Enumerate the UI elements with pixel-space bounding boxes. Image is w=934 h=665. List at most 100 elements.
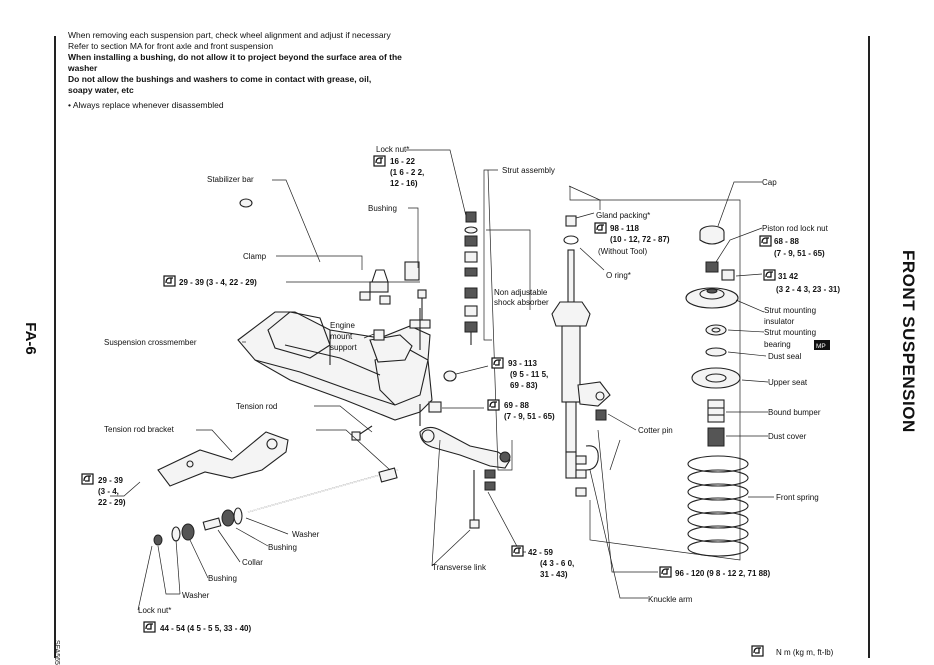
torque-value: (3 - 4, bbox=[98, 487, 119, 496]
label-gland-packing: Gland packing* bbox=[596, 211, 650, 220]
note-line: Do not allow the bushings and washers to… bbox=[68, 74, 372, 84]
label-dust-cover: Dust cover bbox=[768, 432, 807, 441]
note-line: Refer to section MA for front axle and f… bbox=[68, 41, 274, 51]
legend-torque-icon bbox=[751, 645, 764, 657]
label-strut-bearing-2: bearing bbox=[764, 340, 791, 349]
tension-rod bbox=[247, 467, 399, 513]
legend-unit: N m (kg m, ft-lb) bbox=[776, 648, 834, 657]
label-lock-nut: Lock nut* bbox=[138, 606, 171, 615]
label-bushing: Bushing bbox=[268, 543, 297, 552]
leader-lines bbox=[110, 149, 774, 611]
tension-rod-bracket bbox=[157, 431, 289, 487]
label-cotter-pin: Cotter pin bbox=[638, 426, 673, 435]
torque-value: (4 3 - 6 0, bbox=[540, 559, 574, 568]
stabilizer-clamp bbox=[369, 261, 420, 293]
piston-rod-lock-nut bbox=[705, 261, 719, 273]
label-front-spring: Front spring bbox=[776, 493, 819, 502]
torque-icon bbox=[659, 566, 672, 578]
bound-bumper bbox=[707, 399, 725, 423]
torque-icon bbox=[491, 357, 504, 369]
label-lock-nut-top: Lock nut* bbox=[376, 145, 409, 154]
torque-value: 96 - 120 (9 8 - 12 2, 71 88) bbox=[675, 569, 771, 578]
torque-value: (1 6 - 2 2, bbox=[390, 168, 424, 177]
dust-cover bbox=[707, 427, 725, 447]
label-strut-insulator-2: insulator bbox=[764, 317, 795, 326]
label-bushing-top: Bushing bbox=[368, 204, 397, 213]
label-upper-seat: Upper seat bbox=[768, 378, 808, 387]
torque-value: 44 - 54 (4 5 - 5 5, 33 - 40) bbox=[160, 624, 251, 633]
crossmember-bolts bbox=[351, 370, 457, 441]
torque-icon bbox=[163, 275, 176, 287]
note-line: soapy water, etc bbox=[68, 85, 134, 95]
torque-icon bbox=[81, 473, 94, 485]
note-line: When removing each suspension part, chec… bbox=[68, 30, 391, 40]
torque-value: 42 - 59 bbox=[528, 548, 553, 557]
upper-seat bbox=[691, 367, 741, 389]
grease-mark-icon: MP bbox=[814, 340, 830, 350]
label-engine-mount-3: support bbox=[330, 343, 357, 352]
label-clamp: Clamp bbox=[243, 252, 267, 261]
torque-value: (7 - 9, 51 - 65) bbox=[774, 249, 825, 258]
knuckle-arm-bolt bbox=[595, 409, 607, 421]
strut-cap bbox=[699, 225, 725, 245]
torque-value: (9 5 - 11 5, bbox=[510, 370, 548, 379]
label-bound-bumper: Bound bumper bbox=[768, 408, 821, 417]
torque-icon bbox=[487, 399, 500, 411]
stabilizer-link-stack bbox=[464, 211, 478, 345]
torque-value: 68 - 88 bbox=[774, 237, 799, 246]
left-margin-line bbox=[54, 36, 56, 658]
torque-icon bbox=[511, 545, 524, 557]
label-stabilizer-bar: Stabilizer bar bbox=[207, 175, 254, 184]
label-washer: Washer bbox=[182, 591, 210, 600]
notes-block: When removing each suspension part, chec… bbox=[68, 30, 448, 111]
torque-value: 69 - 88 bbox=[504, 401, 529, 410]
transverse-link-bolts bbox=[469, 469, 496, 529]
label-piston-rod-lock-nut: Piston rod lock nut bbox=[762, 224, 829, 233]
torque-value: 29 - 39 (3 - 4, 22 - 29) bbox=[179, 278, 257, 287]
label-without-tool: (Without Tool) bbox=[598, 247, 648, 256]
dust-seal bbox=[705, 347, 727, 357]
torque-value: 31 - 43) bbox=[540, 570, 568, 579]
label-engine-mount: Engine bbox=[330, 321, 355, 330]
strut-mounting-bearing bbox=[705, 324, 727, 336]
torque-icon bbox=[594, 222, 607, 234]
clamp-bolts bbox=[359, 289, 427, 320]
torque-value: 22 - 29) bbox=[98, 498, 126, 507]
label-strut-bearing: Strut mounting bbox=[764, 328, 816, 337]
strut-mounting-insulator bbox=[685, 287, 739, 309]
label-cap: Cap bbox=[762, 178, 777, 187]
note-bullet: • Always replace whenever disassembled bbox=[68, 100, 224, 110]
engine-mount-support bbox=[369, 308, 431, 363]
tension-rod-bushings bbox=[153, 507, 243, 546]
mount-nuts bbox=[721, 269, 735, 281]
torque-value: (10 - 12, 72 - 87) bbox=[610, 235, 670, 244]
label-engine-mount-2: mount bbox=[330, 332, 353, 341]
label-o-ring: O ring* bbox=[606, 271, 631, 280]
label-dust-seal: Dust seal bbox=[768, 352, 802, 361]
strut-lower-bolts bbox=[575, 445, 599, 497]
torque-value: 16 - 22 bbox=[390, 157, 415, 166]
label-bushing: Bushing bbox=[208, 574, 237, 583]
label-crossmember: Suspension crossmember bbox=[104, 338, 197, 347]
torque-value: 29 - 39 bbox=[98, 476, 123, 485]
torque-value: 93 - 113 bbox=[508, 359, 537, 368]
torque-value: 31 42 bbox=[778, 272, 799, 281]
torque-icon bbox=[143, 621, 156, 633]
label-strut-assembly: Strut assembly bbox=[502, 166, 555, 175]
label-knuckle-arm: Knuckle arm bbox=[648, 595, 693, 604]
label-shock-absorber: shock absorber bbox=[494, 298, 549, 307]
torque-icon bbox=[759, 235, 772, 247]
torque-icon bbox=[373, 155, 386, 167]
label-non-adjustable: Non adjustable bbox=[494, 288, 548, 297]
transverse-link bbox=[419, 404, 511, 469]
label-tension-rod: Tension rod bbox=[236, 402, 277, 411]
label-strut-insulator: Strut mounting bbox=[764, 306, 816, 315]
note-line: washer bbox=[68, 63, 98, 73]
torque-value: 98 - 118 bbox=[610, 224, 639, 233]
torque-value: (3 2 - 4 3, 23 - 31) bbox=[776, 285, 840, 294]
torque-value: 69 - 83) bbox=[510, 381, 538, 390]
label-tension-rod-bracket: Tension rod bracket bbox=[104, 425, 175, 434]
label-transverse-link: Transverse link bbox=[432, 563, 487, 572]
note-line: When installing a bushing, do not allow … bbox=[68, 52, 402, 62]
